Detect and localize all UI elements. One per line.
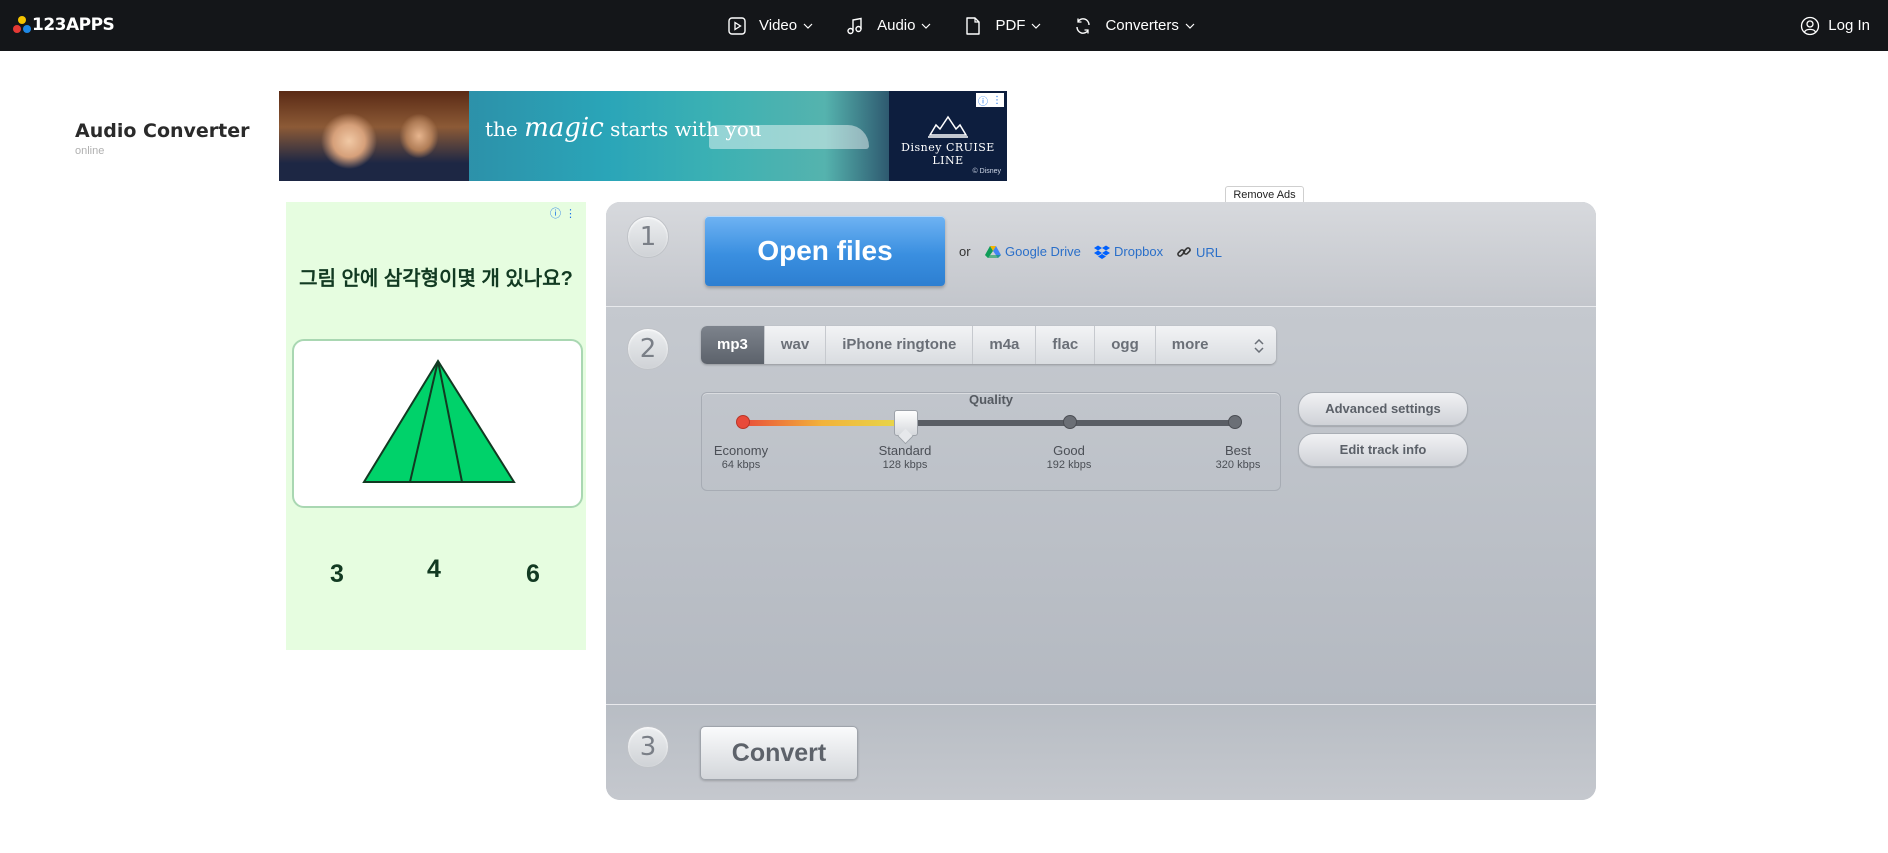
quality-slider-track[interactable] [740,420,1238,426]
ad-tagline: the magic starts with you [485,113,762,143]
menu-item-label: Video [759,17,798,34]
logo-icon [12,14,32,36]
google-drive-icon [985,245,1001,258]
quality-panel: Quality Economy 64 kbps Standard 128 kbp… [701,392,1281,491]
chevron-down-icon [803,23,813,29]
step-number: 2 [627,328,669,370]
triangle-figure-icon [362,359,516,483]
quality-bitrate: 64 kbps [721,459,761,471]
format-tab-m4a[interactable]: m4a [973,326,1037,364]
quality-label: Good [1053,443,1085,458]
step-number: 3 [627,726,669,768]
ad-info-icon[interactable]: ⓘ⋮ [976,93,1004,108]
format-tab-mp3[interactable]: mp3 [701,326,765,364]
chevron-down-icon [922,23,931,29]
menu-item-pdf[interactable]: PDF [963,16,1041,36]
quality-label: Economy [713,443,769,458]
login-button[interactable]: Log In [1800,0,1870,51]
quality-bitrate: 128 kbps [882,459,928,471]
ad-brand: Disney CRUISE LINE [901,141,995,167]
format-tab-iphone-ringtone[interactable]: iPhone ringtone [826,326,974,364]
quality-label: Standard [878,443,932,458]
quality-bitrate: 320 kbps [1215,459,1261,471]
menu-item-audio[interactable]: Audio [845,16,931,36]
edit-track-info-button[interactable]: Edit track info [1298,433,1468,467]
dropbox-icon [1094,245,1110,259]
ad-choice[interactable]: 6 [526,560,540,588]
quality-label: Best [1224,443,1251,458]
menu-item-label: Audio [877,17,916,34]
document-icon [966,16,981,35]
ad-photo [279,91,469,181]
convert-icon [1076,17,1091,34]
step-number: 1 [627,216,669,258]
google-drive-link[interactable]: Google Drive [985,244,1081,259]
logo-text: 123APPS [32,15,115,35]
format-more-dropdown[interactable]: more [1156,326,1276,364]
advanced-settings-button[interactable]: Advanced settings [1298,392,1468,426]
main-menu: Video Audio PDF Converters [727,0,1227,51]
ad-choice[interactable]: 3 [330,560,344,588]
ad-copyright: © Disney [972,168,1002,175]
castle-logo-icon [928,115,968,138]
video-icon [728,16,746,35]
open-files-button[interactable]: Open files [705,216,945,286]
quality-bitrate: 192 kbps [1046,459,1092,471]
step-2-section: 2 mp3 wav iPhone ringtone m4a flac ogg m… [606,307,1596,705]
menu-item-converters[interactable]: Converters [1073,16,1195,36]
step-1-section: 1 Open files or Google Drive Dropbox URL [606,202,1596,307]
step-3-section: 3 Convert [606,705,1596,800]
login-label: Log In [1828,17,1870,34]
top-nav: 123APPS Video Audio PDF Converters Log I… [0,0,1888,51]
format-tab-wav[interactable]: wav [765,326,827,364]
converter-panel: 1 Open files or Google Drive Dropbox URL… [606,202,1596,800]
side-ad[interactable]: ⓘ⋮ 그림 안에 삼각형이몇 개 있나요? 3 4 6 [286,202,586,650]
menu-item-label: PDF [995,17,1026,34]
menu-item-label: Converters [1105,17,1179,34]
quality-tick[interactable] [1063,415,1077,429]
logo[interactable]: 123APPS [12,13,115,37]
page-title: Audio Converter [75,120,250,142]
link-icon [1177,247,1191,257]
chevron-down-icon [1032,23,1041,29]
select-arrows-icon [1254,339,1264,353]
dropbox-link[interactable]: Dropbox [1094,244,1163,259]
ad-info-icon[interactable]: ⓘ⋮ [550,208,580,220]
convert-button[interactable]: Convert [700,726,858,780]
format-tab-flac[interactable]: flac [1036,326,1096,364]
quality-slider-fill [740,420,904,426]
banner-ad[interactable]: the magic starts with you Disney CRUISE … [279,91,1007,181]
quality-tick[interactable] [1228,415,1242,429]
music-note-icon [847,17,862,34]
quality-title: Quality [968,392,1014,407]
quality-slider-handle[interactable] [894,410,918,436]
ad-question: 그림 안에 삼각형이몇 개 있나요? [299,268,573,290]
chevron-down-icon [1185,23,1195,29]
ad-choice[interactable]: 4 [427,555,441,583]
or-label: or [959,244,971,259]
url-link[interactable]: URL [1176,244,1222,260]
format-tabs: mp3 wav iPhone ringtone m4a flac ogg mor… [701,326,1276,364]
menu-item-video[interactable]: Video [727,16,813,36]
ad-triangle-card [292,339,583,508]
user-icon [1801,16,1820,35]
page-subtitle: online [75,145,105,157]
ship-image [709,125,869,149]
format-tab-ogg[interactable]: ogg [1095,326,1156,364]
quality-tick[interactable] [736,415,750,429]
